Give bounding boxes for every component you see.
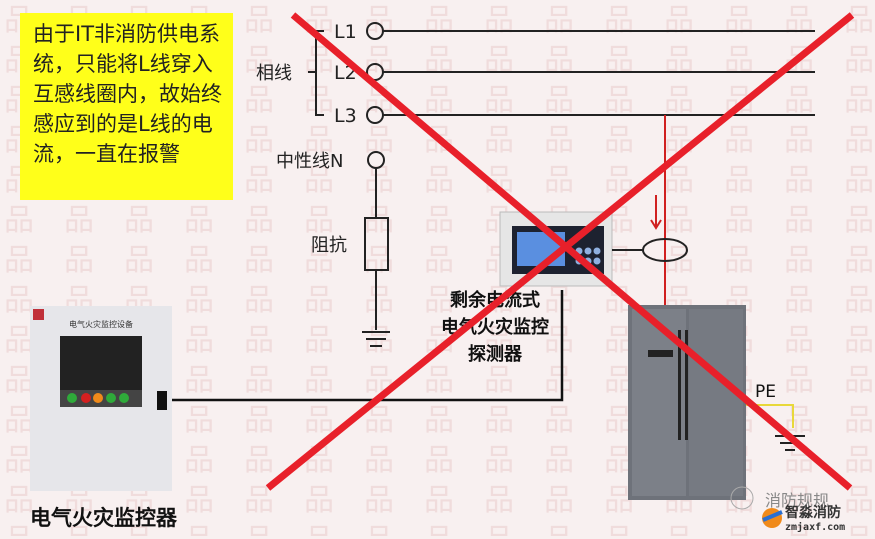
watermark-site: zmjaxf.com [785, 521, 845, 533]
detector-label-3: 探测器 [468, 343, 523, 365]
refrigerator [628, 305, 746, 500]
indicator-button [93, 393, 103, 403]
indicator-button [106, 393, 116, 403]
controller-label: 电气火灾监控器 [30, 506, 178, 530]
indicator-button [119, 393, 129, 403]
watermark-brand: 智淼消防 [784, 504, 841, 521]
current-transformer [642, 238, 688, 262]
controller-panel-title: 电气火灾监控设备 [69, 319, 133, 329]
watermark-channel: 消防规规 [765, 491, 829, 510]
phase-lines [308, 22, 815, 124]
phase-group-label: 相线 [256, 63, 292, 84]
bus-cable [172, 290, 564, 402]
cross-mark-icon [265, 12, 855, 491]
pe-label: PE [755, 382, 776, 402]
neutral-branch [362, 151, 390, 347]
brand-logo [33, 309, 44, 320]
controller-screen [60, 336, 142, 390]
indicator-button [67, 393, 77, 403]
pe-wire [746, 404, 794, 428]
current-arrow-icon [650, 195, 662, 230]
neutral-label: 中性线N [276, 151, 343, 172]
wechat-icon [730, 486, 754, 510]
cable-port [157, 391, 167, 410]
indicator-button [81, 393, 91, 403]
fire-monitor-controller: 电气火灾监控设备 [30, 306, 172, 491]
detector-label-2: 电气火灾监控 [441, 316, 549, 338]
explanation-note: 由于IT非消防供电系统，只能将L线穿入互感线圈内，故始终感应到的是L线的电流，一… [20, 13, 233, 200]
label-l3: L3 [334, 105, 357, 127]
watermark-logo [730, 486, 783, 528]
impedance-label: 阻抗 [311, 235, 347, 256]
label-l1: L1 [334, 21, 357, 43]
